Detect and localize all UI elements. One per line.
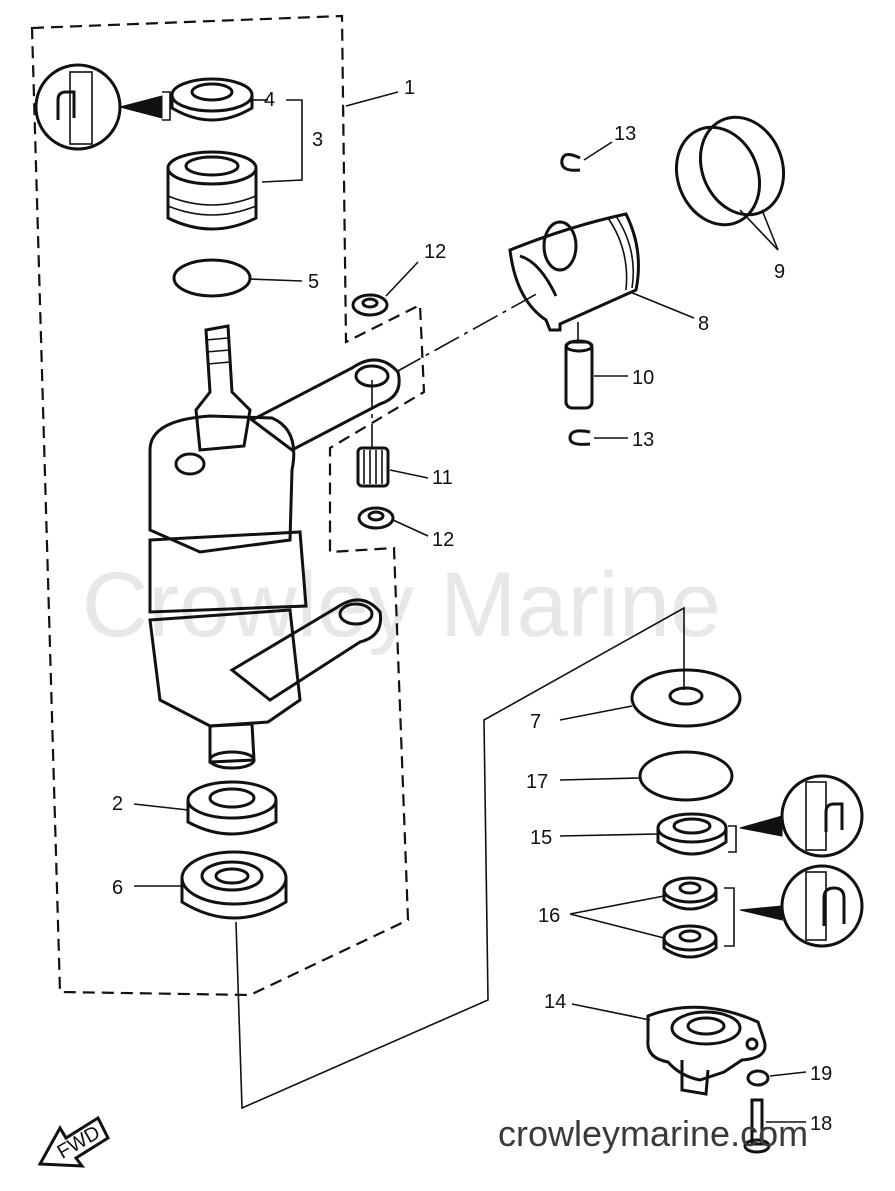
callout-10: 10: [632, 367, 654, 389]
part-12-washer-lower: [357, 506, 395, 530]
connecting-rod-lower: [229, 598, 383, 702]
connecting-rod-upper: [249, 358, 401, 452]
part-17-o-ring: [638, 750, 734, 802]
part-13-clip-lower: [568, 429, 591, 446]
chain-line-piston: [395, 291, 541, 373]
part-10-piston-pin: [564, 339, 594, 410]
callout-17: 17: [526, 771, 548, 793]
part-7-thrust-washer: [630, 668, 742, 728]
callout-3: 3: [312, 129, 323, 151]
callout-12-upper: 12: [424, 241, 446, 263]
part-3-bearing: [166, 150, 258, 231]
assembly-boundary-1: [30, 14, 426, 997]
callout-7: 7: [530, 711, 541, 733]
part-12-washer-upper: [351, 293, 389, 317]
part-16-seal-lower: [662, 924, 718, 959]
callout-14: 14: [544, 991, 566, 1013]
watermark: Crowley Marine: [82, 554, 721, 656]
part-4-oil-seal: [170, 77, 254, 122]
part-18-bolt: [743, 1098, 771, 1154]
callout-18: 18: [810, 1113, 832, 1135]
callout-4: 4: [264, 89, 275, 111]
part-5-o-ring: [172, 258, 252, 298]
callout-6: 6: [112, 877, 123, 899]
part-19-nut: [746, 1069, 770, 1087]
chain-line-bottom-loop: [235, 606, 685, 1110]
seal-orientation-inset-top: [34, 63, 171, 151]
fwd-direction-arrow: FWD: [37, 1115, 110, 1168]
callout-15: 15: [530, 827, 552, 849]
callout-9: 9: [774, 261, 785, 283]
part-14-lower-housing: [646, 1005, 767, 1096]
seal-orientation-inset-16: [739, 864, 864, 948]
callout-11: 11: [432, 467, 453, 489]
callout-5: 5: [308, 271, 319, 293]
part-15-oil-seal: [656, 812, 728, 856]
part-8-piston: [508, 212, 640, 332]
website-label: crowleymarine.com: [498, 1113, 808, 1154]
part-16-seal-upper: [662, 876, 718, 911]
part-11-needle-bearing: [356, 446, 390, 488]
seal-orientation-inset-15: [739, 774, 864, 858]
callout-13-upper: 13: [614, 123, 636, 145]
callout-19: 19: [810, 1063, 832, 1085]
callout-16: 16: [538, 905, 560, 927]
callout-2: 2: [112, 793, 123, 815]
callout-8: 8: [698, 313, 709, 335]
callout-12-lower: 12: [432, 529, 454, 551]
callout-1: 1: [404, 77, 415, 99]
crankshaft: [148, 324, 308, 770]
part-13-clip-upper: [560, 153, 581, 172]
part-2-bearing: [186, 780, 278, 836]
part-6-bearing: [180, 850, 288, 920]
callout-13-lower: 13: [632, 429, 654, 451]
part-9-piston-rings: [674, 115, 786, 227]
